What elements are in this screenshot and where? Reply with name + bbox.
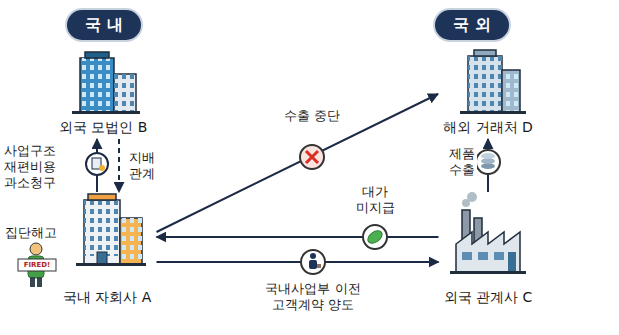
product	[481, 153, 495, 159]
briefcase	[317, 264, 321, 268]
windows	[80, 58, 114, 112]
icon-circle	[86, 153, 108, 175]
region-header: 국 내	[67, 10, 141, 40]
entity-node: 해외 거래처 D	[438, 50, 538, 139]
icon-circle	[363, 225, 387, 249]
icon-circle	[476, 150, 500, 174]
edge-label: 수출 중단	[276, 108, 348, 124]
building-d	[460, 50, 526, 114]
ground	[76, 263, 146, 266]
door	[508, 252, 516, 272]
node-label: 국내 자회사 A	[58, 288, 157, 306]
windows	[114, 74, 136, 112]
icon-circle	[300, 145, 324, 169]
edge-label: 사업구조 재편비용 과소청구	[2, 143, 58, 191]
region-header: 국 외	[435, 10, 509, 40]
flow-arrow	[118, 139, 120, 192]
smoke	[467, 192, 477, 202]
entity-node: 국내 자회사 A	[58, 192, 157, 309]
entity-node: 외국 관계사 C	[439, 192, 538, 309]
ground	[460, 111, 526, 114]
body	[309, 260, 317, 269]
coin	[99, 165, 105, 171]
factory-c	[450, 192, 526, 274]
windows	[120, 218, 142, 264]
window	[478, 252, 488, 260]
edge-label: 제품 수출	[447, 146, 477, 178]
leg	[30, 277, 35, 287]
money-icon	[363, 225, 387, 249]
stop-icon	[300, 145, 324, 169]
tower	[84, 200, 120, 264]
icon-circle	[301, 250, 325, 274]
product-icon	[476, 150, 500, 174]
x-mark	[306, 151, 318, 163]
node-label: 국 내	[67, 10, 141, 40]
windows	[84, 200, 120, 256]
annex	[114, 74, 136, 112]
annex	[502, 70, 520, 112]
flow-arrow	[157, 261, 439, 263]
edge-label: 국내사업부 이전 고객계약 양도	[261, 281, 365, 313]
banknote	[366, 228, 385, 245]
doc-icon	[86, 153, 108, 175]
door	[97, 252, 107, 264]
roof	[85, 52, 109, 58]
note-label: 집단해고	[2, 225, 60, 241]
icon-space	[58, 192, 157, 288]
roof	[474, 50, 496, 56]
ground	[72, 111, 140, 114]
window	[462, 252, 472, 260]
sign-text: FIRED!	[18, 259, 56, 271]
tower	[468, 56, 502, 112]
windows	[502, 70, 520, 112]
entity-node: 외국 모법인 B	[54, 50, 153, 139]
head	[310, 253, 316, 259]
annex	[120, 218, 142, 264]
roof	[88, 194, 116, 200]
flow-arrow	[157, 94, 439, 232]
person-icon	[301, 250, 325, 274]
icon-space	[439, 192, 538, 288]
node-label: 외국 모법인 B	[54, 118, 153, 136]
fired-person	[18, 243, 56, 287]
icon-space	[438, 50, 538, 118]
ground	[450, 271, 526, 274]
edge-label: 대가 미지급	[350, 184, 400, 216]
leg	[37, 277, 42, 287]
window	[494, 252, 504, 260]
edge-label: 지배 관계	[127, 150, 157, 182]
building-a	[76, 194, 146, 266]
node-label: 외국 관계사 C	[439, 288, 538, 306]
factory-hall	[456, 232, 520, 272]
building-b	[72, 52, 140, 114]
node-label: 해외 거래처 D	[438, 118, 538, 136]
icon-space	[54, 50, 153, 118]
windows	[468, 56, 502, 112]
head	[30, 243, 42, 255]
flow-arrow	[157, 236, 439, 238]
sign	[18, 259, 56, 271]
node-label: 국 외	[435, 10, 509, 40]
tower	[80, 58, 114, 112]
